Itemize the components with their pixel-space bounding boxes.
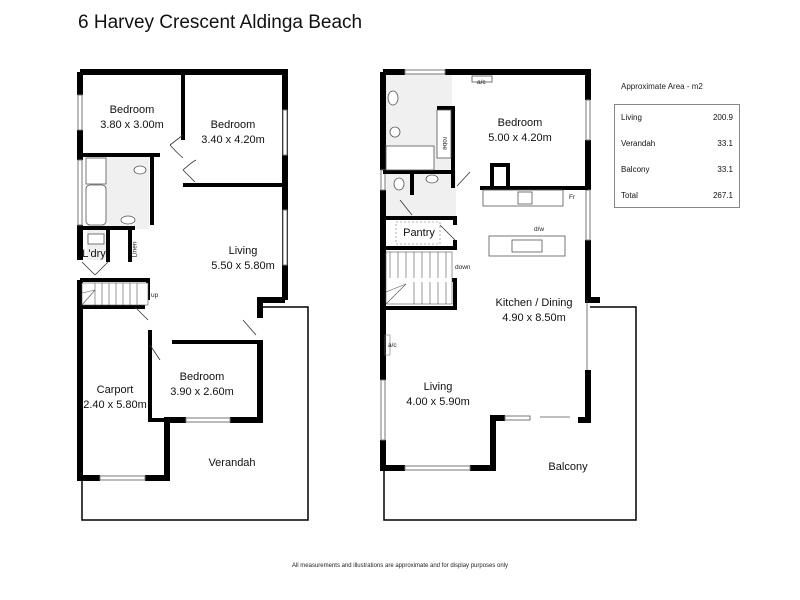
room-label-laundry: L'dry xyxy=(82,248,106,260)
robe-label: robe xyxy=(441,136,449,151)
upper-floor-plan xyxy=(380,69,637,521)
disclaimer-footer: All measurements and illustrations are a… xyxy=(291,563,509,569)
dishwasher-label: d/w xyxy=(534,226,545,233)
room-label-verandah: Verandah xyxy=(208,457,256,469)
stairs-down-label: down xyxy=(455,264,471,271)
ac-left-label: a/c xyxy=(388,342,397,349)
fridge-label: Fr xyxy=(569,194,576,201)
room-label-balcony: Balcony xyxy=(548,461,588,473)
room-label-pantry: Pantry xyxy=(403,227,435,239)
stairs-up-label: up xyxy=(151,292,159,299)
page-title: 6 Harvey Crescent Aldinga Beach xyxy=(78,12,363,33)
area-table-title: Approximate Area - m2 xyxy=(621,82,703,91)
ac-top-label: a/c xyxy=(477,79,486,86)
linen-label: Linen xyxy=(131,241,139,258)
ground-floor-plan xyxy=(77,69,309,521)
